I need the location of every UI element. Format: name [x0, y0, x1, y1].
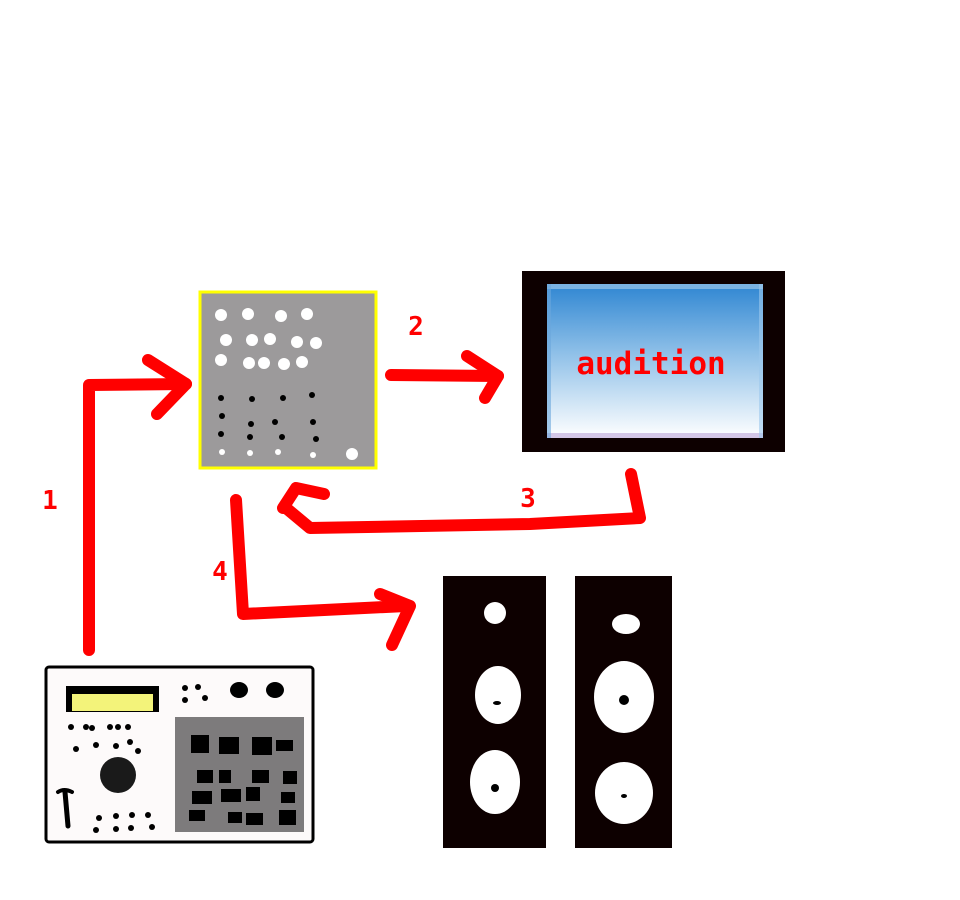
tweeter-left — [484, 602, 506, 624]
woofer-left — [470, 750, 520, 814]
interface-black-buttons — [218, 392, 319, 442]
mixer-display — [72, 694, 153, 711]
mixer-fader-handle — [56, 788, 74, 829]
monitor-screen-text: audition — [576, 346, 725, 382]
arrow-4 — [230, 494, 416, 651]
step-label-2: 2 — [408, 312, 424, 342]
computer-monitor: audition — [522, 271, 785, 452]
mixer-pads — [189, 735, 297, 825]
tweeter-right — [612, 614, 640, 634]
arrow-3 — [277, 468, 646, 534]
arrow-1 — [83, 354, 192, 656]
arrow-2 — [385, 350, 504, 404]
step-label-4: 4 — [212, 557, 228, 587]
step-label-1: 1 — [42, 486, 58, 516]
midrange-left — [475, 666, 521, 724]
monitor-screen — [547, 284, 763, 438]
mixer-main-knob — [100, 757, 136, 793]
audio-interface — [198, 290, 378, 470]
interface-white-knobs — [215, 308, 358, 460]
woofer-right — [595, 762, 653, 824]
speaker-left — [443, 576, 546, 848]
step-label-3: 3 — [520, 484, 536, 514]
speaker-right — [575, 576, 672, 848]
mixer-small-buttons — [68, 682, 284, 833]
mixer-device — [44, 665, 315, 844]
